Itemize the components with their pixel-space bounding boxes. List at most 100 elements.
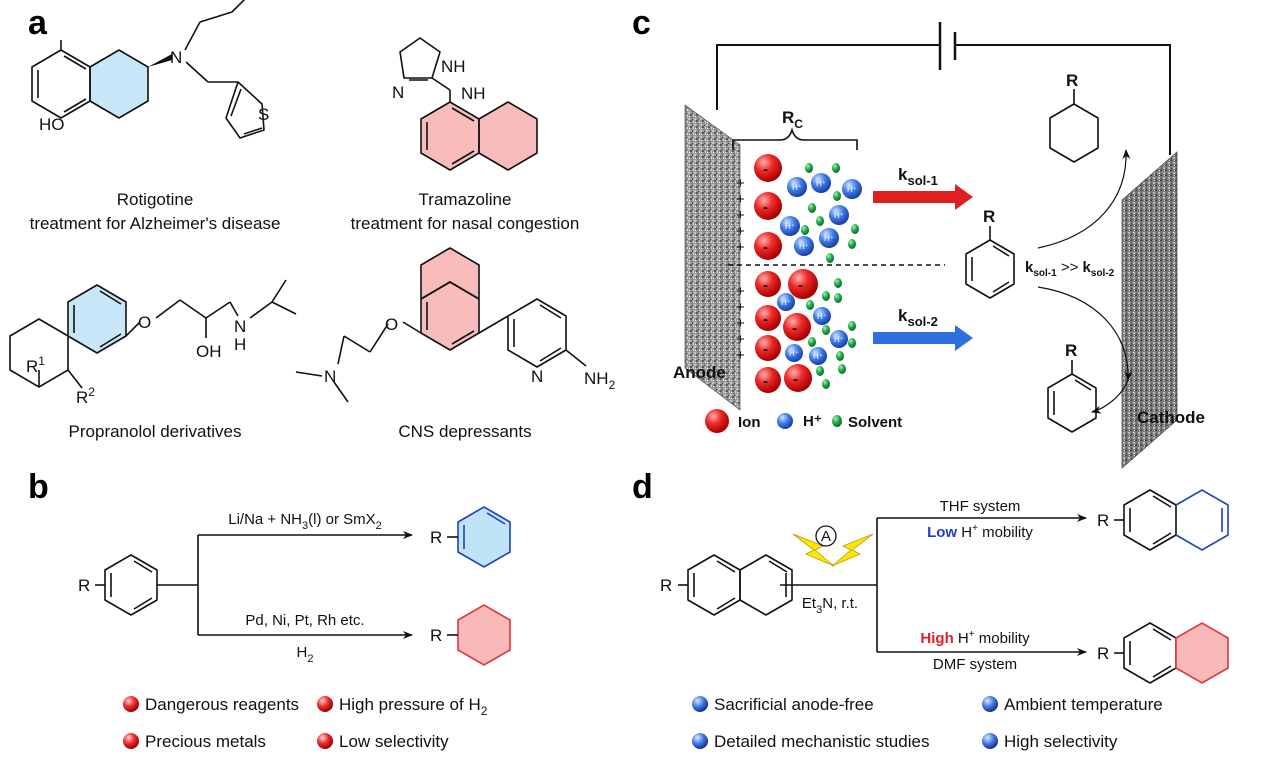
c-proton — [777, 293, 795, 311]
c-solvent-molecule — [822, 325, 830, 335]
c-plus: + — [736, 223, 745, 240]
cns-name: CNS depressants — [398, 422, 531, 441]
c-solvent-molecule — [808, 337, 816, 347]
b-h2-text: H — [297, 644, 308, 661]
b-bottom-h2: H2 — [297, 644, 314, 665]
c-legend-h-swatch — [777, 413, 793, 429]
c-legend: Ion H⁺ Solvent — [705, 409, 902, 433]
propranolol-r2-bond — [67, 369, 83, 389]
tramazoline-saturated-ring — [478, 101, 538, 171]
c-benzene-double — [992, 245, 1010, 257]
d-top-product-double — [1152, 532, 1172, 545]
d-r-label: R — [660, 576, 672, 595]
cns-o-bond — [402, 321, 422, 334]
d-naphthalene-ring-b — [739, 554, 793, 616]
c-ion — [755, 367, 781, 393]
propranolol-r1-label: R1 — [26, 354, 45, 376]
c-k2-label: ksol-2 — [898, 306, 938, 329]
rotigotine-ho-label: HO — [39, 115, 65, 134]
d-naph-double — [716, 597, 736, 610]
propranolol-isopropyl — [271, 279, 287, 303]
b-diene-double — [486, 512, 506, 525]
d-advantage-bullet — [982, 733, 998, 749]
c-diene — [1047, 373, 1097, 433]
cns-chain — [369, 323, 389, 353]
b-drawback-1: High pressure of H2 — [339, 695, 488, 718]
b-cyclohexane-product — [457, 604, 511, 666]
b-drawback-bullet — [317, 733, 333, 749]
d-bottom-product-r: R — [1097, 644, 1109, 663]
cns-aryl-bond — [478, 315, 509, 334]
c-cmp-k1: k — [1025, 259, 1034, 276]
c-solvent-molecule — [848, 239, 856, 249]
b-top-cond-sub1: 3 — [302, 520, 308, 532]
cns-double-bond — [451, 330, 475, 345]
c-solvent-molecule — [832, 163, 840, 173]
panel-d-scheme: R A Et3N, r.t. THF system Low H+ mobilit… — [660, 489, 1229, 684]
propranolol-chain — [179, 299, 207, 319]
c-k2-sub: sol-2 — [907, 314, 937, 329]
c-plus: + — [736, 175, 745, 192]
panel-b-scheme: R Li/Na + NH3(l) or SmX2 Pd, Ni, Pt, Rh … — [78, 506, 511, 666]
panel-letter-b: b — [28, 468, 49, 506]
panel-letter-d: d — [632, 468, 653, 506]
tramazoline-structure: NH N NH — [392, 37, 538, 171]
d-advantage-bullet — [692, 696, 708, 712]
c-ion — [788, 269, 818, 299]
panel-c-cell: Anode Cathode RC + + + + + + + + + + — [673, 22, 1205, 469]
d-top-product-diene — [1175, 489, 1229, 551]
b-drawback-bullet — [317, 696, 333, 712]
c-solvent-molecule — [806, 300, 814, 310]
c-rc-label: RC — [782, 108, 803, 131]
b-top-cond-a: Li/Na + NH — [228, 511, 302, 528]
c-ion — [755, 271, 781, 297]
d-bottom-product-double — [1152, 665, 1172, 678]
c-cmp-k1-sub: sol-1 — [1033, 268, 1057, 279]
d-advantage-bullet — [982, 696, 998, 712]
d-naph-double — [716, 560, 736, 573]
propranolol-h-label: H — [234, 335, 246, 354]
c-ion — [754, 154, 782, 182]
c-proton-label: H⁺ — [816, 179, 826, 188]
c-cmp-mid: >> — [1057, 259, 1083, 276]
c-proton-label: H⁺ — [834, 211, 844, 220]
c-solvent-molecule — [848, 338, 856, 348]
propranolol-r1-text: R — [26, 357, 38, 376]
c-plus: + — [736, 299, 745, 316]
c-solvent-molecule — [836, 351, 844, 361]
c-proton — [829, 205, 849, 225]
b-bottom-conditions: Pd, Ni, Pt, Rh etc. — [245, 612, 364, 629]
b-h2-sub: 2 — [307, 653, 313, 665]
c-anode-label: Anode — [673, 363, 726, 382]
c-plus: + — [736, 331, 745, 348]
panel-letter-a: a — [28, 4, 48, 42]
rotigotine-double-bond — [63, 98, 87, 113]
c-k2-text: k — [898, 306, 908, 325]
d-low-sup: + — [972, 523, 978, 534]
rotigotine-s-label: S — [258, 105, 269, 124]
cns-nh2-bond — [565, 349, 587, 367]
cns-pyridine-double — [539, 304, 562, 319]
propranolol-isopropyl — [271, 301, 297, 315]
tramazoline-use: treatment for nasal congestion — [351, 214, 580, 233]
d-high-sup: + — [969, 629, 975, 640]
propranolol-chain — [229, 301, 239, 317]
c-proton-label: H⁺ — [785, 222, 795, 231]
c-k1-text: k — [898, 165, 908, 184]
c-ion — [754, 232, 782, 260]
c-curve-arrow-down — [1037, 286, 1133, 381]
rotigotine-thiophene-double — [230, 88, 242, 117]
c-k2-arrow — [873, 325, 973, 351]
c-proton-labels: H⁺ H⁺ H⁺ H⁺ H⁺ H⁺ H⁺ H⁺ H⁺ H⁺ H⁺ H⁺ — [781, 179, 857, 361]
propranolol-o-bond — [125, 321, 141, 337]
c-proton — [842, 179, 862, 199]
c-ion-minus: - — [798, 277, 803, 294]
c-solvent-molecule — [801, 225, 809, 235]
d-catalyst-label: A — [821, 528, 831, 545]
c-ion-minus: - — [763, 239, 768, 256]
c-cathode-plate — [1121, 151, 1178, 469]
cns-nh2-text: NH — [584, 369, 609, 388]
b-top-conditions: Li/Na + NH3(l) or SmX2 — [228, 511, 382, 532]
c-benzene-r: R — [983, 207, 995, 226]
